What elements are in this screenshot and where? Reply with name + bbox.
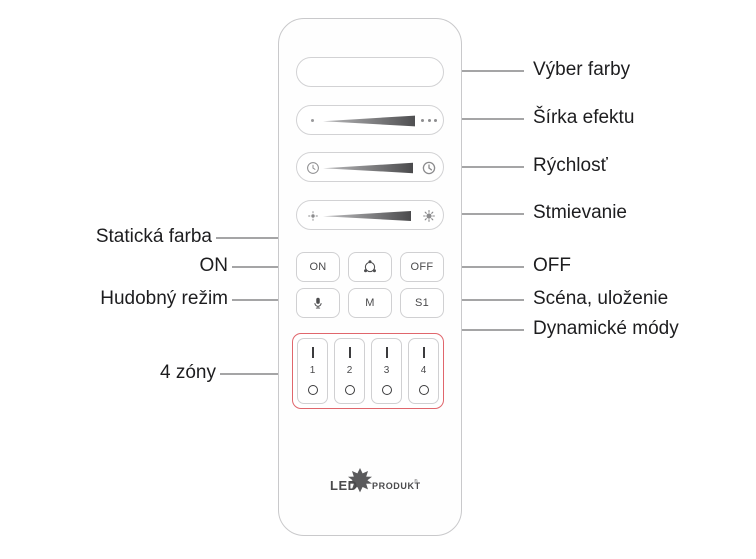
annotation-off: OFF	[533, 255, 571, 276]
brand-logo: LED PRODUKT ®	[330, 466, 420, 500]
off-button-label: OFF	[410, 261, 434, 273]
scene-save-button[interactable]: S1	[400, 288, 444, 318]
logo-text-produkt: PRODUKT	[372, 481, 420, 491]
annotation-dimming: Stmievanie	[533, 202, 627, 223]
dimming-taper-bar[interactable]	[323, 210, 419, 222]
zone-on-icon[interactable]	[422, 347, 425, 358]
zone-off-icon[interactable]	[344, 385, 355, 395]
annotation-dynamic-modes: Dynamické módy	[533, 318, 679, 339]
width-taper-bar[interactable]	[323, 115, 419, 127]
music-mode-button[interactable]	[296, 288, 340, 318]
static-color-icon	[362, 259, 378, 275]
zone-button-4[interactable]: 4	[408, 338, 439, 404]
zone-number: 1	[309, 365, 316, 376]
zone-button-3[interactable]: 3	[371, 338, 402, 404]
logo-text-led: LED	[330, 478, 358, 493]
zone-off-icon[interactable]	[418, 385, 429, 395]
speed-taper-bar[interactable]	[323, 162, 419, 174]
annotation-speed: Rýchlosť	[533, 155, 608, 176]
zone-number: 2	[346, 365, 353, 376]
zone-on-icon[interactable]	[385, 347, 388, 358]
on-button-label: ON	[309, 261, 327, 273]
zone-button-2[interactable]: 2	[334, 338, 365, 404]
annotation-zones: 4 zóny	[160, 362, 216, 383]
color-picker-control[interactable]	[296, 57, 444, 87]
annotation-on: ON	[199, 255, 229, 276]
on-button[interactable]: ON	[296, 252, 340, 282]
annotation-scene-save: Scéna, uloženie	[533, 288, 669, 309]
static-color-button[interactable]	[348, 252, 392, 282]
zone-number: 4	[420, 365, 427, 376]
effect-width-control[interactable]	[296, 105, 444, 135]
zone-on-icon[interactable]	[311, 347, 314, 358]
slow-speed-icon	[306, 161, 320, 175]
mode-button-label: M	[365, 297, 375, 309]
zone-on-icon[interactable]	[348, 347, 351, 358]
annotation-effect-width: Šírka efektu	[533, 107, 635, 128]
zone-button-1[interactable]: 1	[297, 338, 328, 404]
fast-speed-icon	[422, 161, 436, 175]
low-brightness-icon	[306, 209, 320, 223]
scene-button-label: S1	[414, 297, 430, 309]
zone-off-icon[interactable]	[307, 385, 318, 395]
annotation-static-color: Statická farba	[95, 226, 212, 247]
small-dot-icon	[311, 119, 314, 122]
color-gradient-bar[interactable]	[309, 69, 433, 77]
high-brightness-icon	[422, 209, 436, 223]
three-dots-icon	[421, 119, 437, 122]
zone-number: 3	[383, 365, 390, 376]
annotation-color-picker: Výber farby	[533, 59, 631, 80]
microphone-icon	[311, 296, 325, 310]
dynamic-modes-button[interactable]: M	[348, 288, 392, 318]
speed-control[interactable]	[296, 152, 444, 182]
off-button[interactable]: OFF	[400, 252, 444, 282]
dimming-control[interactable]	[296, 200, 444, 230]
zone-off-icon[interactable]	[381, 385, 392, 395]
annotation-music-mode: Hudobný režim	[100, 288, 228, 309]
logo-trademark: ®	[414, 478, 418, 485]
